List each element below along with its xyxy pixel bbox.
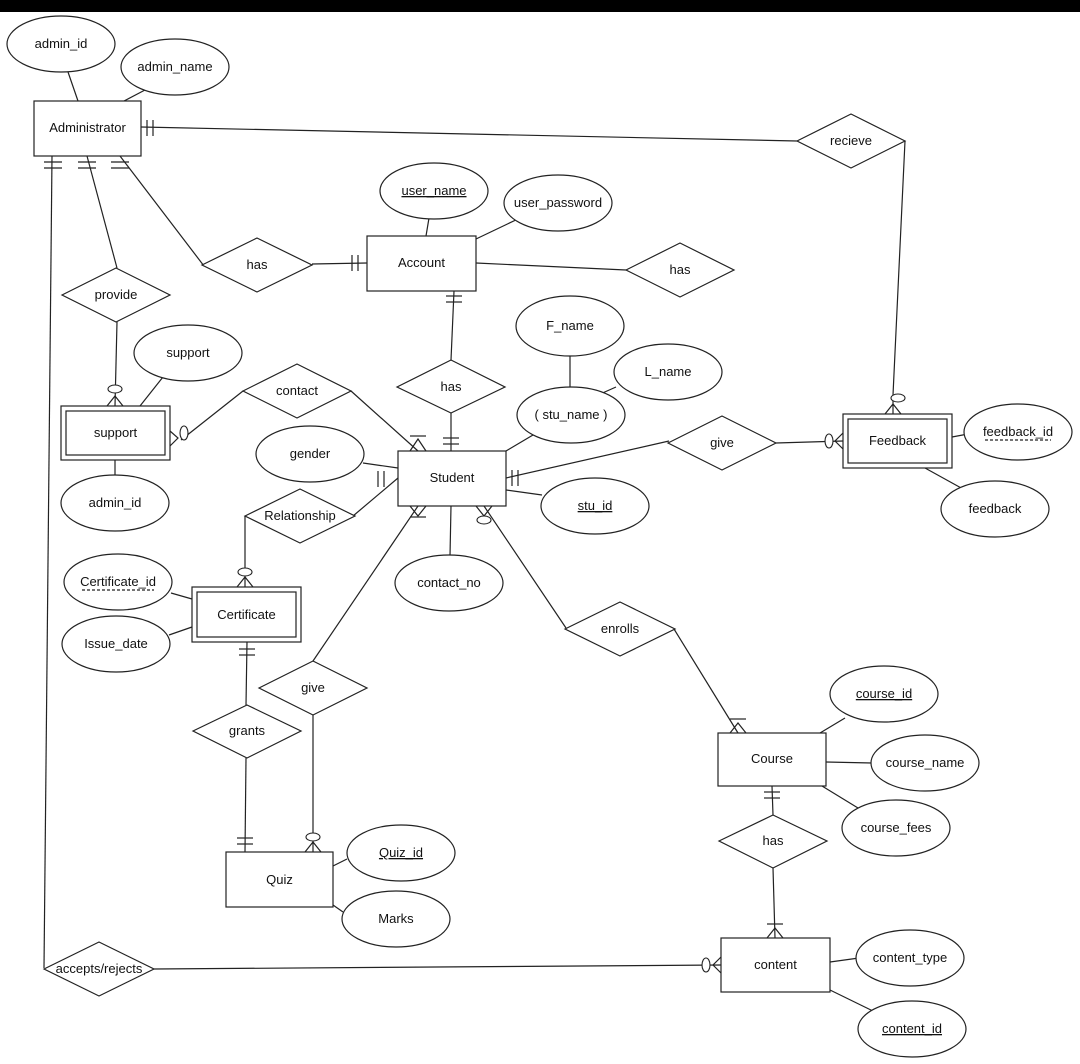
entity-label: support [94, 425, 138, 440]
relationship-provide[interactable]: provide [60, 267, 172, 323]
attribute-label: gender [290, 446, 331, 461]
attribute-feedback-id[interactable]: feedback_id [963, 403, 1073, 461]
attribute-quiz-id[interactable]: Quiz_id [346, 824, 456, 882]
attribute-l-name[interactable]: L_name [613, 343, 723, 401]
relationship-recieve[interactable]: recieve [795, 113, 907, 169]
relationship-label: enrolls [601, 621, 640, 636]
relationship-label: give [710, 435, 734, 450]
attribute-label: user_name [401, 183, 466, 198]
attribute-marks[interactable]: Marks [341, 890, 451, 948]
attribute-label: admin_name [137, 59, 212, 74]
attribute-contact-no[interactable]: contact_no [394, 554, 504, 612]
entity-label: Certificate [217, 607, 276, 622]
attribute-label: user_password [514, 195, 602, 210]
relationship-give-feedback[interactable]: give [666, 415, 778, 471]
attribute-f-name[interactable]: F_name [515, 295, 625, 357]
entity-label: Feedback [869, 433, 927, 448]
entity-label: Administrator [49, 120, 126, 135]
relationship-label: recieve [830, 133, 872, 148]
attribute-content-type[interactable]: content_type [855, 929, 965, 987]
relationship-has-account-right[interactable]: has [624, 242, 736, 298]
attribute-stu-name[interactable]: ( stu_name ) [516, 386, 626, 444]
attribute-admin-id[interactable]: admin_id [6, 15, 116, 73]
attribute-label: L_name [645, 364, 692, 379]
attribute-label: content_id [882, 1021, 942, 1036]
attribute-feedback[interactable]: feedback [940, 480, 1050, 538]
attribute-certificate-id[interactable]: Certificate_id [63, 553, 173, 611]
relationship-contact[interactable]: contact [241, 363, 353, 419]
entity-content[interactable]: content [720, 937, 831, 993]
entity-administrator[interactable]: Administrator [33, 100, 142, 157]
attribute-label: admin_id [89, 495, 142, 510]
attribute-content-id[interactable]: content_id [857, 1000, 967, 1058]
entity-certificate[interactable]: Certificate [191, 586, 302, 643]
relationship-has-course-content[interactable]: has [717, 814, 829, 869]
attribute-admin-name[interactable]: admin_name [120, 38, 230, 96]
attribute-label: contact_no [417, 575, 481, 590]
attribute-user-password[interactable]: user_password [503, 174, 613, 232]
attribute-label: F_name [546, 318, 594, 333]
cardinality-notation [44, 120, 906, 974]
attribute-stu-id[interactable]: stu_id [540, 477, 650, 535]
attribute-label: feedback_id [983, 424, 1053, 439]
relationship-label: has [763, 833, 784, 848]
relationship-has-account-student[interactable]: has [395, 359, 507, 414]
attribute-support[interactable]: support [133, 324, 243, 382]
attribute-gender[interactable]: gender [255, 425, 365, 483]
entity-feedback[interactable]: Feedback [842, 413, 953, 469]
attribute-label: Certificate_id [80, 574, 156, 589]
relationship-label: grants [229, 723, 266, 738]
attribute-course-name[interactable]: course_name [870, 734, 980, 792]
attribute-issue-date[interactable]: Issue_date [61, 615, 171, 673]
entity-label: Course [751, 751, 793, 766]
entity-label: content [754, 957, 797, 972]
relationship-label: has [670, 262, 691, 277]
attribute-user-name[interactable]: user_name [379, 162, 489, 220]
attribute-course-id[interactable]: course_id [829, 665, 939, 723]
attribute-label: feedback [969, 501, 1022, 516]
attribute-label: course_id [856, 686, 912, 701]
relationship-accepts-rejects[interactable]: accepts/rejects [42, 941, 156, 997]
entity-support[interactable]: support [60, 405, 171, 461]
relationship-label: give [301, 680, 325, 695]
relationship-label: Relationship [264, 508, 336, 523]
entity-course[interactable]: Course [717, 732, 827, 787]
attribute-label: ( stu_name ) [535, 407, 608, 422]
entity-student[interactable]: Student [397, 450, 507, 507]
attribute-label: Issue_date [84, 636, 148, 651]
entity-quiz[interactable]: Quiz [225, 851, 334, 908]
entity-label: Student [430, 470, 475, 485]
relationship-grants[interactable]: grants [191, 704, 303, 759]
relationship-give-quiz[interactable]: give [257, 660, 369, 716]
attribute-label: course_fees [861, 820, 932, 835]
attribute-label: support [166, 345, 210, 360]
attribute-label: admin_id [35, 36, 88, 51]
relationship-has-admin-account[interactable]: has [200, 237, 314, 293]
entity-account[interactable]: Account [366, 235, 477, 292]
relationship-label: provide [95, 287, 138, 302]
attribute-label: Quiz_id [379, 845, 423, 860]
top-bar [0, 0, 1080, 12]
relationship-label: has [247, 257, 268, 272]
relationship-relationship[interactable]: Relationship [243, 488, 357, 544]
attribute-label: Marks [378, 911, 414, 926]
attribute-admin-id-support[interactable]: admin_id [60, 474, 170, 532]
relationship-label: accepts/rejects [56, 961, 143, 976]
attribute-label: stu_id [578, 498, 613, 513]
connector-lines [43, 71, 969, 1013]
attribute-course-fees[interactable]: course_fees [841, 799, 951, 857]
attribute-label: course_name [886, 755, 965, 770]
relationship-label: contact [276, 383, 318, 398]
entity-label: Account [398, 255, 445, 270]
relationship-enrolls[interactable]: enrolls [563, 601, 677, 657]
entity-label: Quiz [266, 872, 293, 887]
relationship-label: has [441, 379, 462, 394]
attribute-label: content_type [873, 950, 947, 965]
